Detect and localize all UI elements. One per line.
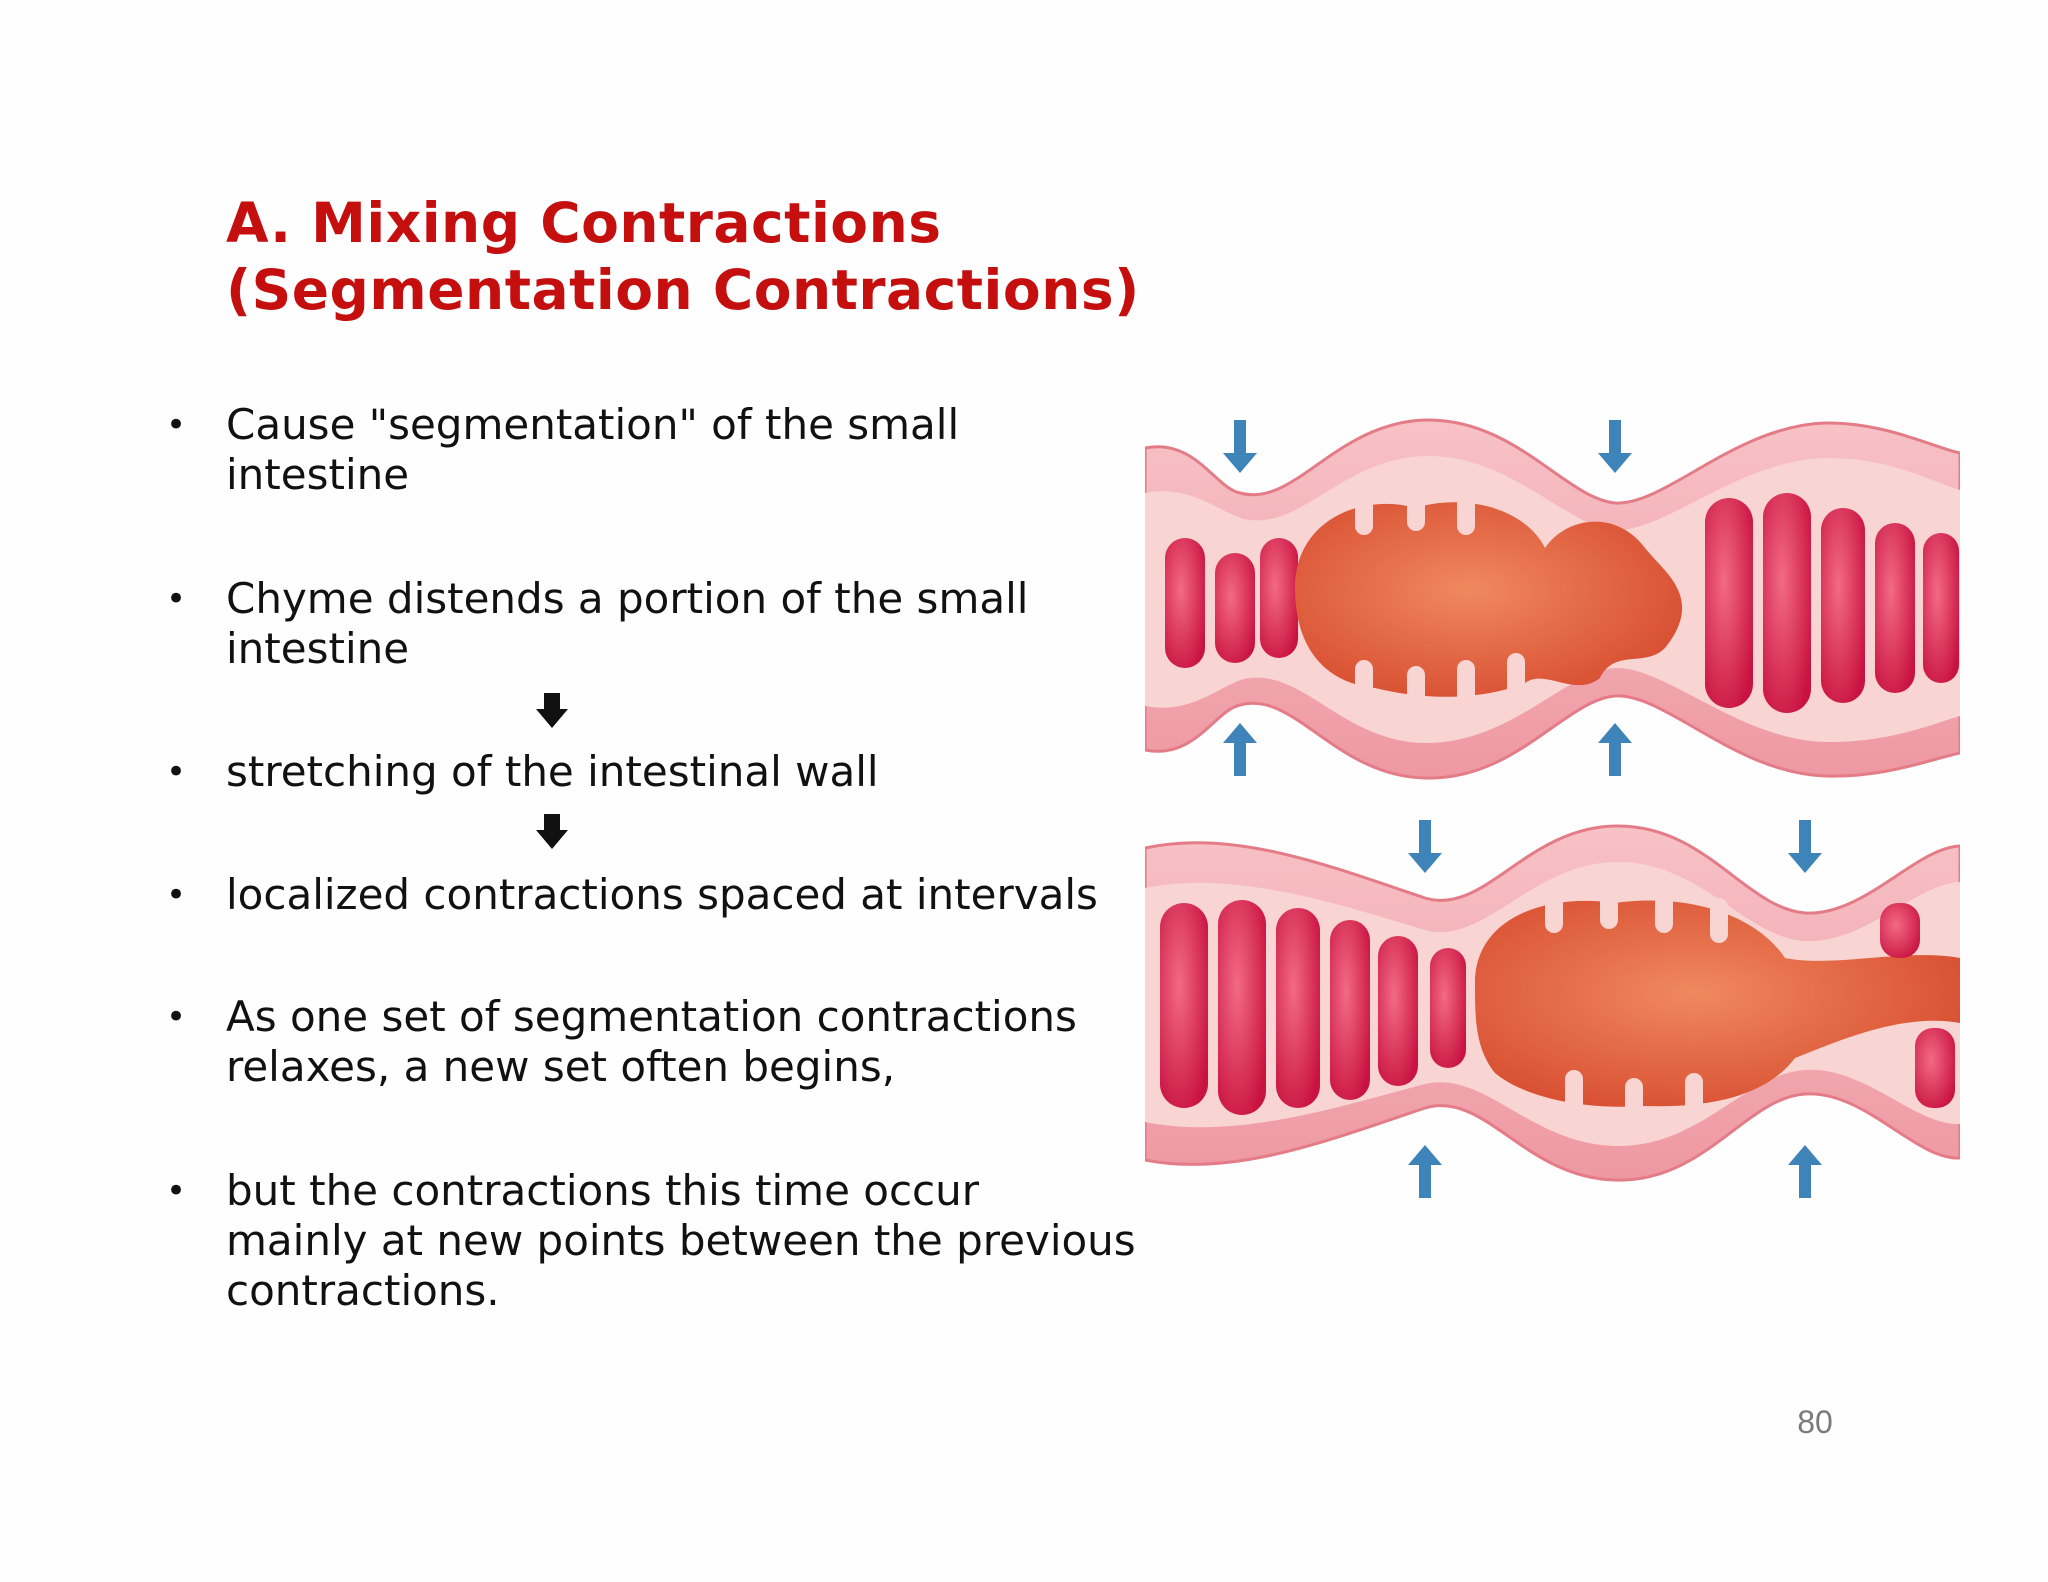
bullet-text: As one set of segmentation contractions … [226, 992, 1077, 1091]
intestine-panel-top [1145, 418, 1960, 780]
bullet-marker: • [165, 752, 187, 792]
bullet-item: • As one set of segmentation contraction… [166, 992, 1156, 1092]
down-arrow-icon [536, 693, 568, 728]
bullet-marker: • [165, 997, 187, 1037]
page-number: 80 [1797, 1404, 1833, 1440]
bullet-item: • Cause "segmentation" of the small inte… [166, 400, 1156, 500]
bullet-item: • localized contractions spaced at inter… [166, 870, 1156, 920]
title-line-2: (Segmentation Contractions) [226, 258, 1140, 322]
contraction-arrow-icon [1223, 420, 1632, 776]
bullet-text: localized contractions spaced at interva… [226, 870, 1098, 919]
bullet-marker: • [165, 875, 187, 915]
bullet-text: stretching of the intestinal wall [226, 747, 879, 796]
segmentation-illustration [1145, 398, 1960, 1218]
bullet-item: • stretching of the intestinal wall [166, 747, 1156, 797]
bullet-marker: • [165, 405, 187, 445]
title-line-1: A. Mixing Contractions [226, 191, 942, 255]
down-arrow-icon [536, 814, 568, 849]
bullet-marker: • [165, 1171, 187, 1211]
bullet-marker: • [165, 579, 187, 619]
contraction-arrow-icon [1408, 820, 1822, 1198]
bullet-item: • but the contractions this time occur m… [166, 1166, 1156, 1316]
slide-title: A. Mixing Contractions (Segmentation Con… [226, 190, 1140, 324]
bullet-text: Chyme distends a portion of the small in… [226, 574, 1029, 673]
intestine-panel-bottom [1145, 820, 1960, 1198]
bullet-list: • Cause "segmentation" of the small inte… [166, 400, 1156, 1316]
bullet-text: Cause "segmentation" of the small intest… [226, 400, 960, 499]
bullet-item: • Chyme distends a portion of the small … [166, 574, 1156, 674]
bullet-text: but the contractions this time occur mai… [226, 1166, 1136, 1315]
